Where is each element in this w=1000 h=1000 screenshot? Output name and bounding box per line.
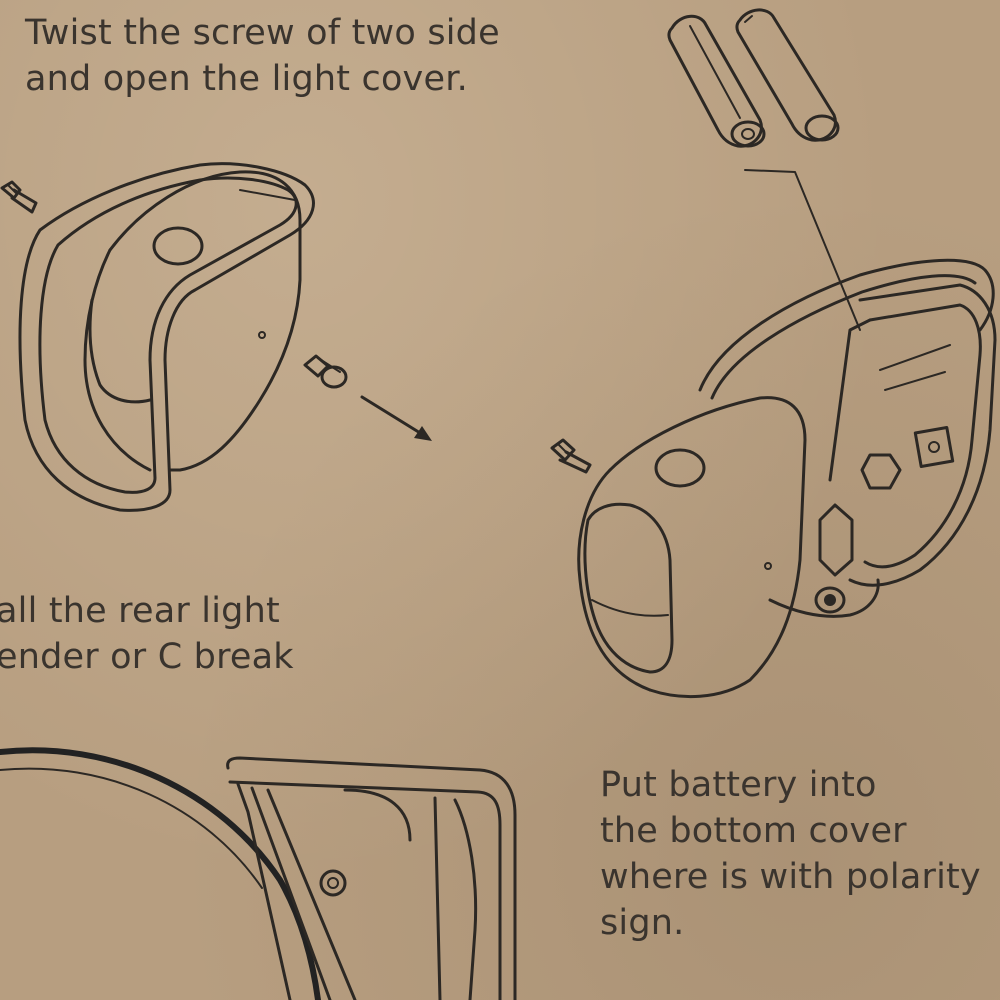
- leader-line: [744, 169, 861, 331]
- caption-line: and open the light cover.: [25, 59, 468, 99]
- caption-line: ender or C break: [0, 637, 294, 677]
- arrow-icon: [360, 395, 432, 441]
- caption-insert-battery: Put battery into the bottom cover where …: [600, 762, 981, 946]
- caption-line: Put battery into: [600, 765, 877, 805]
- rear-light-closed-drawing: [18, 162, 315, 512]
- rear-light-bracket-drawing: [226, 756, 517, 1000]
- rear-light-open-drawing: [577, 258, 997, 698]
- caption-line: sign.: [600, 903, 685, 943]
- caption-open-cover: Twist the screw of two side and open the…: [25, 10, 500, 102]
- screw-icon: [550, 438, 592, 474]
- battery-icon: [667, 14, 766, 148]
- caption-install-rear-light: all the rear light ender or C break: [0, 588, 294, 680]
- caption-line: the bottom cover: [600, 811, 907, 851]
- wheel-arc-drawing: [0, 747, 321, 1000]
- caption-line: where is with polarity: [600, 857, 981, 897]
- screw-icon: [303, 354, 348, 389]
- battery-icon: [735, 8, 840, 142]
- caption-line: all the rear light: [0, 591, 280, 631]
- caption-line: Twist the screw of two side: [25, 13, 500, 53]
- screw-icon: [0, 180, 38, 214]
